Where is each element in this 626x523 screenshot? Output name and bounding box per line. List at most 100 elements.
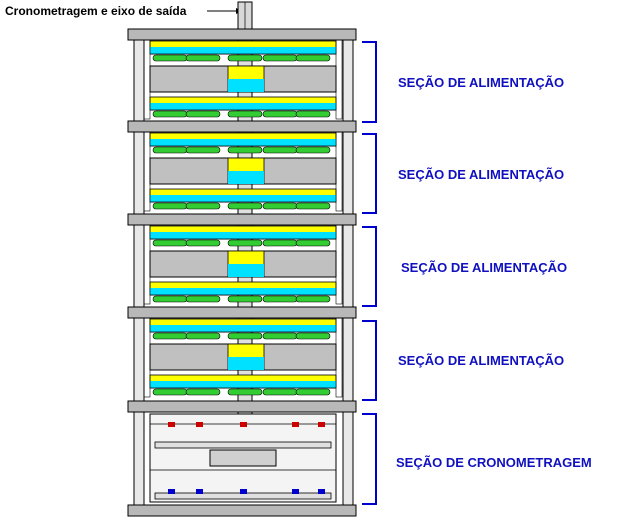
green-roller-1-b-1 (185, 202, 221, 210)
separator-plate-2 (127, 120, 357, 133)
right-frame-post (342, 39, 354, 511)
section-label-5: SEÇÃO DE CRONOMETRAGEM (396, 455, 592, 470)
green-roller-2-b-4 (295, 295, 331, 303)
green-roller-1-b-2 (227, 202, 263, 210)
right-bracket-3 (335, 223, 343, 305)
green-roller-1-b-4 (295, 202, 331, 210)
center-block-cyan-1 (228, 79, 264, 92)
feed-section-3 (143, 223, 343, 305)
red-marker-4 (292, 422, 299, 427)
separator-plate-4 (127, 306, 357, 319)
green-roller-0-b-4 (295, 110, 331, 118)
green-roller-0-b-1 (185, 110, 221, 118)
right-bracket-2 (335, 130, 343, 212)
green-roller-2-b-3 (262, 295, 298, 303)
green-roller-3-a-3 (262, 332, 298, 340)
green-roller-1-a-3 (262, 146, 298, 154)
green-roller-3-b-3 (262, 388, 298, 396)
green-roller-3-a-2 (227, 332, 263, 340)
separator-plate-6 (127, 504, 357, 517)
timing-upper-bar (154, 441, 332, 449)
separator-plate-5 (127, 400, 357, 413)
green-roller-2-a-4 (295, 239, 331, 247)
green-roller-1-a-1 (185, 146, 221, 154)
cyan-layer-0-a (150, 47, 336, 54)
red-marker-1 (168, 422, 175, 427)
left-bracket-3 (143, 223, 151, 305)
center-block-cyan-3 (228, 264, 264, 277)
section-bracket-5 (362, 413, 377, 505)
cyan-layer-3-a (150, 325, 336, 332)
red-marker-3 (240, 422, 247, 427)
left-frame-post (133, 39, 145, 511)
green-roller-2-a-2 (227, 239, 263, 247)
timing-section (149, 413, 337, 503)
blue-marker-1 (168, 489, 175, 494)
green-roller-1-a-0 (152, 146, 188, 154)
section-bracket-1 (362, 41, 377, 123)
cyan-layer-2-a (150, 232, 336, 239)
blue-marker-4 (292, 489, 299, 494)
green-roller-0-b-3 (262, 110, 298, 118)
feed-section-4 (143, 316, 343, 398)
green-roller-0-a-0 (152, 54, 188, 62)
feed-section-2 (143, 130, 343, 212)
green-roller-2-b-0 (152, 295, 188, 303)
green-roller-2-b-2 (227, 295, 263, 303)
cyan-layer-2-b (150, 288, 336, 295)
section-labels: SEÇÃO DE ALIMENTAÇÃO SEÇÃO DE ALIMENTAÇÃO… (362, 41, 592, 505)
green-roller-1-a-2 (227, 146, 263, 154)
section-bracket-2 (362, 133, 377, 214)
green-roller-0-a-3 (262, 54, 298, 62)
output-shaft-label: Cronometragem e eixo de saída (5, 4, 187, 18)
red-marker-2 (196, 422, 203, 427)
cyan-layer-3-b (150, 381, 336, 388)
center-block-cyan-4 (228, 357, 264, 370)
red-marker-5 (318, 422, 325, 427)
green-roller-1-b-0 (152, 202, 188, 210)
left-bracket-1 (143, 38, 151, 120)
right-bracket-1 (335, 38, 343, 120)
section-label-4: SEÇÃO DE ALIMENTAÇÃO (398, 353, 564, 368)
green-roller-3-a-4 (295, 332, 331, 340)
cyan-layer-0-b (150, 103, 336, 110)
green-roller-2-a-1 (185, 239, 221, 247)
green-roller-3-b-2 (227, 388, 263, 396)
section-label-1: SEÇÃO DE ALIMENTAÇÃO (398, 75, 564, 90)
blue-marker-2 (196, 489, 203, 494)
green-roller-3-b-1 (185, 388, 221, 396)
feed-sections-stack (143, 38, 343, 398)
left-bracket-4 (143, 316, 151, 398)
section-label-2: SEÇÃO DE ALIMENTAÇÃO (398, 167, 564, 182)
cyan-layer-1-a (150, 139, 336, 146)
center-block-cyan-2 (228, 171, 264, 184)
blue-marker-3 (240, 489, 247, 494)
green-roller-3-a-0 (152, 332, 188, 340)
left-bracket-2 (143, 130, 151, 212)
green-roller-0-a-2 (227, 54, 263, 62)
green-roller-0-a-4 (295, 54, 331, 62)
blue-marker-5 (318, 489, 325, 494)
section-bracket-4 (362, 320, 377, 401)
green-roller-2-a-3 (262, 239, 298, 247)
green-roller-3-a-1 (185, 332, 221, 340)
separator-plate-1 (127, 28, 357, 41)
green-roller-0-b-2 (227, 110, 263, 118)
section-label-3: SEÇÃO DE ALIMENTAÇÃO (401, 260, 567, 275)
feed-section-1 (143, 38, 343, 120)
separator-plate-3 (127, 213, 357, 226)
green-roller-1-b-3 (262, 202, 298, 210)
separator-plates (127, 28, 357, 517)
cyan-layer-1-b (150, 195, 336, 202)
green-roller-0-a-1 (185, 54, 221, 62)
timing-center-block (209, 449, 277, 467)
section-bracket-3 (362, 226, 377, 307)
green-roller-3-b-4 (295, 388, 331, 396)
green-roller-3-b-0 (152, 388, 188, 396)
right-bracket-4 (335, 316, 343, 398)
green-roller-2-b-1 (185, 295, 221, 303)
green-roller-0-b-0 (152, 110, 188, 118)
green-roller-2-a-0 (152, 239, 188, 247)
green-roller-1-a-4 (295, 146, 331, 154)
